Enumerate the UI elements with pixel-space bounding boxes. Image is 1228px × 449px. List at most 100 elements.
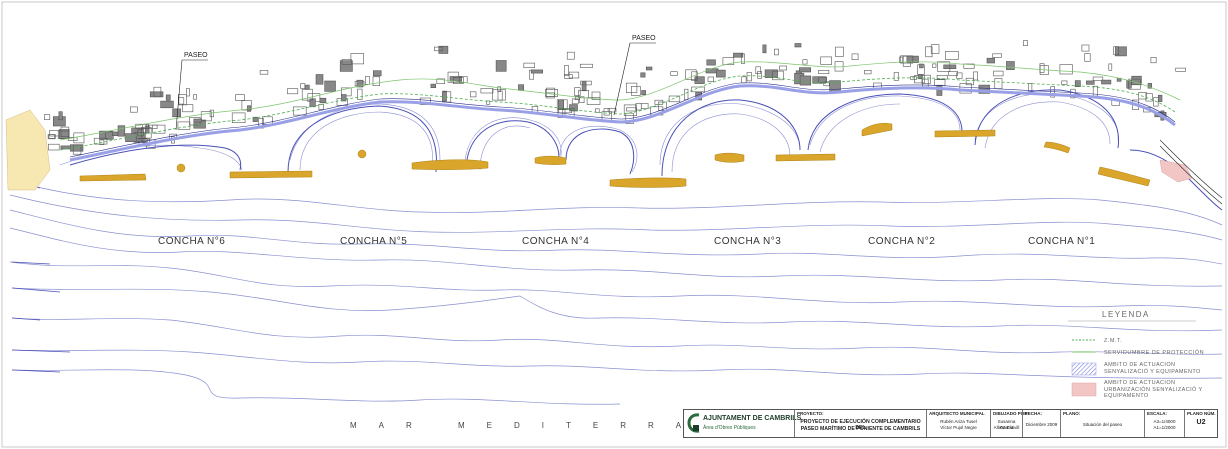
- building-outline: [684, 88, 689, 100]
- building-outline: [818, 70, 830, 74]
- building-outline: [959, 83, 972, 94]
- building-outline: [591, 91, 601, 100]
- building-outline: [252, 116, 258, 122]
- building-outline: [148, 124, 158, 129]
- tb-proyecto: PROYECTO: PROYECTO DE EJECUCIÓN COMPLEME…: [794, 410, 926, 437]
- building-outline: [1131, 75, 1142, 86]
- building-outline: [864, 70, 872, 75]
- building-outline: [341, 94, 347, 102]
- building-outline: [318, 104, 324, 110]
- building-outline: [948, 71, 958, 76]
- building-outline: [556, 99, 568, 110]
- building-outline: [112, 131, 119, 136]
- building-outline: [495, 60, 507, 72]
- building-outline: [934, 79, 946, 86]
- building-outline: [623, 104, 637, 117]
- building-outline: [1126, 80, 1132, 89]
- breakwaters: [79, 123, 1151, 188]
- urbanization-area: [1159, 159, 1193, 183]
- building-outline: [177, 121, 191, 130]
- breakwater: [79, 173, 147, 182]
- bathymetric-contours: [9, 179, 1223, 405]
- building-outline: [324, 80, 336, 92]
- building-outline: [566, 51, 575, 60]
- building-outline: [319, 97, 327, 104]
- building-outline: [574, 87, 581, 96]
- breakwater: [534, 155, 567, 165]
- building-outline: [794, 43, 802, 48]
- building-outline: [668, 95, 681, 103]
- paseo-leaders: [175, 42, 656, 131]
- building-outline: [992, 53, 1002, 58]
- contour-line: [11, 349, 1223, 379]
- municipality-logo: AJUNTAMENT DE CAMBRILS Àrea d'Obres Públ…: [684, 410, 801, 437]
- building-outline: [835, 46, 844, 57]
- building-outline: [241, 100, 252, 111]
- deep-contour: [11, 317, 41, 321]
- building-outline: [757, 71, 762, 79]
- tb-plano: PLANO: Situación del paseo: [1060, 410, 1144, 437]
- building-outline: [631, 86, 641, 96]
- building-outline: [287, 88, 299, 95]
- building-outline: [48, 134, 55, 140]
- building-outline: [851, 53, 859, 61]
- urban-area: [39, 40, 1186, 155]
- breakwater: [229, 170, 313, 179]
- building-outline: [919, 63, 924, 69]
- promenade-band: [69, 84, 1176, 162]
- building-outline: [1113, 46, 1119, 56]
- building-outline: [1086, 80, 1095, 85]
- building-outline: [755, 66, 761, 75]
- legend-item-hatch: AMBITO DE ACTUACIÓN SENYALIZACIÓ Y EQUIP…: [1104, 362, 1201, 375]
- building-outline: [802, 59, 808, 65]
- legend-swatch-pink: [1071, 382, 1097, 397]
- building-outline: [178, 97, 185, 105]
- legend-item-pink: AMBITO DE ACTUACIÓN URBANIZACIÓN SENYALI…: [1104, 380, 1203, 399]
- building-outline: [452, 77, 464, 85]
- building-outline: [545, 87, 556, 97]
- promenade-inner: [69, 82, 1176, 158]
- building-outline: [304, 84, 310, 90]
- concha-label-6: CONCHA N°6: [158, 236, 225, 247]
- cove-shorelines: [69, 89, 1223, 211]
- building-outline: [436, 78, 445, 85]
- building-outline: [640, 103, 649, 109]
- building-outline: [691, 71, 698, 81]
- org-name: AJUNTAMENT DE CAMBRILS: [703, 415, 802, 422]
- tb-escala: ESCALA: A3=1/4000 A1=1/2000: [1144, 410, 1184, 437]
- building-outline: [994, 78, 1003, 89]
- building-outline: [937, 61, 951, 72]
- building-outline: [545, 92, 555, 99]
- building-outline: [764, 69, 778, 78]
- sea-label: MAR MEDITERRANEO: [350, 421, 786, 430]
- breakwater: [714, 152, 745, 163]
- building-outline: [586, 97, 601, 105]
- building-outline: [707, 76, 714, 82]
- building-outline: [442, 90, 447, 102]
- breakwater: [357, 149, 367, 159]
- building-outline: [315, 74, 324, 85]
- building-outline: [1074, 80, 1081, 87]
- building-outline: [645, 66, 653, 71]
- building-outline: [641, 90, 646, 96]
- building-outline: [1006, 61, 1015, 70]
- building-outline: [945, 51, 959, 60]
- building-outline: [733, 52, 744, 58]
- building-outline: [152, 124, 166, 134]
- deep-contour: [11, 349, 71, 353]
- building-outline: [430, 83, 436, 88]
- coastal-road: [1159, 139, 1223, 205]
- building-outline: [458, 76, 468, 83]
- building-outline: [557, 99, 564, 109]
- building-outline: [893, 72, 899, 81]
- concha-labels: CONCHA N°6 CONCHA N°5 CONCHA N°4 CONCHA …: [158, 236, 1095, 247]
- concha-label-2: CONCHA N°2: [868, 236, 935, 247]
- building-outline: [932, 63, 937, 68]
- building-outline: [1138, 92, 1147, 100]
- building-outline: [372, 70, 382, 77]
- building-outline: [301, 88, 313, 101]
- building-outline: [350, 53, 364, 65]
- building-outline: [125, 133, 137, 143]
- building-outline: [1150, 57, 1157, 64]
- tb-fecha: FECHA: Diciembre 2009: [1022, 410, 1060, 437]
